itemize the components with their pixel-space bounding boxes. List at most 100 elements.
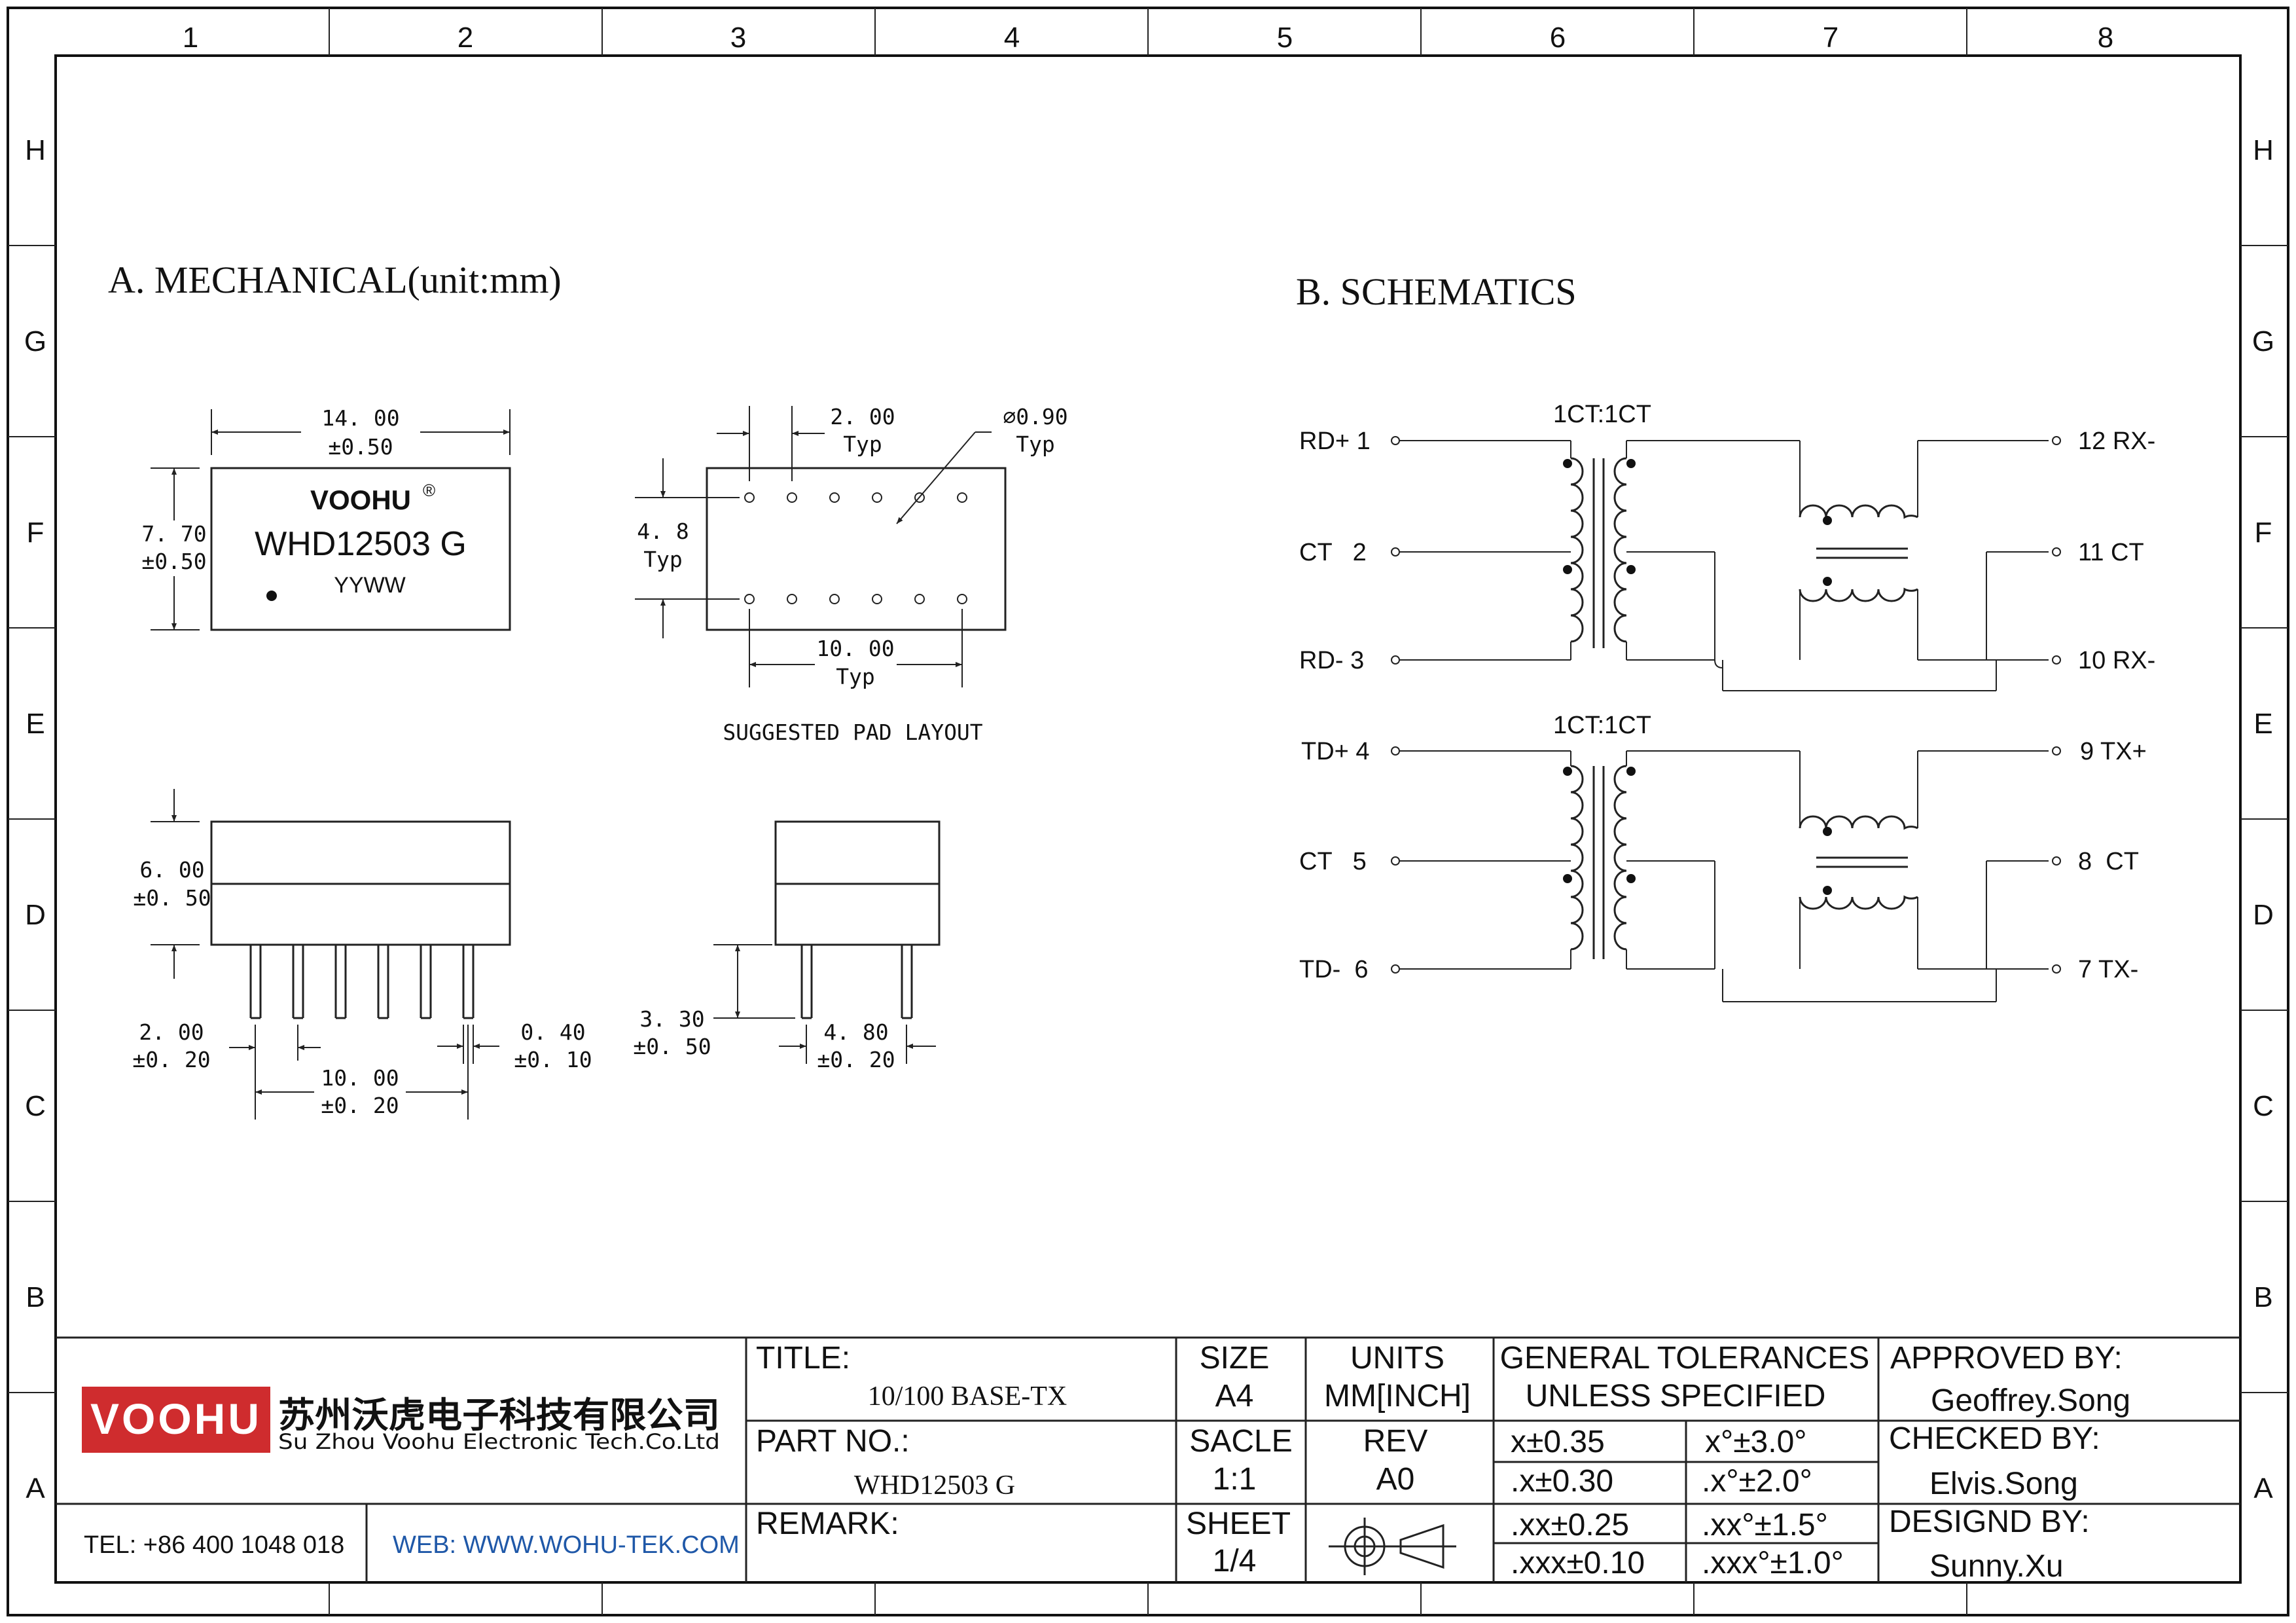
part-no-label: PART NO.: <box>756 1424 910 1459</box>
dim-height-value: 7. 70 <box>141 521 206 547</box>
tol-linear-1: .x±0.30 <box>1511 1464 1613 1499</box>
pad-row-value: 4. 8 <box>637 519 689 544</box>
tol-linear-0: x±0.35 <box>1511 1425 1605 1459</box>
zone-row-labels-left: H G F E D C B A <box>24 134 46 1504</box>
company-logo-text: VOOHU <box>90 1395 262 1443</box>
approved-name: Geoffrey.Song <box>1931 1383 2130 1418</box>
sheet-value: 1/4 <box>1213 1544 1257 1578</box>
pad-hole-value: ∅0.90 <box>1003 404 1067 429</box>
side-view-pins <box>249 945 475 1019</box>
marking-brand: VOOHU <box>310 484 411 515</box>
side-pin-value: 0. 40 <box>520 1019 585 1045</box>
pad-span-value: 10. 00 <box>816 636 894 661</box>
end-lead-tol: ±0. 50 <box>633 1034 711 1059</box>
zone-row-D-right: D <box>2253 899 2274 931</box>
tol-linear-2: .xx±0.25 <box>1511 1508 1629 1542</box>
zone-row-B-right: B <box>2253 1281 2272 1313</box>
pad-hole-tol: Typ <box>1016 431 1055 457</box>
website-link[interactable]: WEB: WWW.WOHU-TEK.COM <box>393 1531 740 1559</box>
dim-width-value: 14. 00 <box>321 405 399 431</box>
rev-value: A0 <box>1376 1462 1415 1497</box>
scale-value: 1:1 <box>1213 1462 1257 1497</box>
pad-pitch-tol: Typ <box>843 431 882 457</box>
zone-row-C-right: C <box>2253 1090 2274 1122</box>
designed-name: Sunny.Xu <box>1929 1549 2064 1584</box>
pin1-dot <box>266 591 277 601</box>
size-value: A4 <box>1215 1379 1254 1413</box>
pin-rd-minus-3: RD- 3 <box>1299 647 1364 674</box>
zone-col-6: 6 <box>1550 22 1566 54</box>
end-width-value: 4. 80 <box>823 1019 888 1045</box>
side-pin-tol: ±0. 10 <box>514 1047 592 1072</box>
checked-name: Elvis.Song <box>1929 1467 2078 1501</box>
pad-layout-caption: SUGGESTED PAD LAYOUT <box>723 720 982 745</box>
zone-col-3: 3 <box>730 22 746 54</box>
company-name-en: Su Zhou Voohu Electronic Tech.Co.Ltd <box>278 1429 720 1454</box>
approved-label: APPROVED BY: <box>1890 1341 2123 1376</box>
schematic-tx-channel: 1CT:1CT <box>1299 712 2147 1002</box>
end-view-pins <box>800 945 913 1019</box>
pin-rd-plus-1: RD+ 1 <box>1299 428 1371 455</box>
end-lead-value: 3. 30 <box>639 1006 704 1032</box>
company-name-cn: 苏州沃虎电子科技有限公司 <box>278 1395 720 1436</box>
pin-9-tx-plus: 9 TX+ <box>2080 738 2147 765</box>
title-block: VOOHU 苏州沃虎电子科技有限公司 Su Zhou Voohu Electro… <box>56 1336 2240 1584</box>
marking-datecode: YYWW <box>334 573 406 598</box>
company-logo <box>82 1387 270 1453</box>
zone-row-E: E <box>26 708 45 740</box>
side-pitch-value: 2. 00 <box>139 1019 204 1045</box>
zone-col-1: 1 <box>183 22 198 54</box>
pin-td-minus-6: TD- 6 <box>1299 956 1369 983</box>
side-height-tol: ±0. 50 <box>133 885 211 911</box>
marking-registered: ® <box>423 481 435 500</box>
schematics-heading: B. SCHEMATICS <box>1296 270 1577 313</box>
tol-angular-3: .xxx°±1.0° <box>1702 1546 1844 1580</box>
tel-number: TEL: +86 400 1048 018 <box>84 1531 344 1559</box>
zone-row-labels-right: H G F E D C B A <box>2252 134 2274 1504</box>
zone-row-D: D <box>25 899 46 931</box>
end-view: 3. 30 ±0. 50 4. 80 ±0. 20 <box>633 820 941 1072</box>
pad-span-tol: Typ <box>836 664 875 689</box>
zone-row-F: F <box>27 517 45 549</box>
pin-td-plus-4: TD+ 4 <box>1301 738 1370 765</box>
title-value: 10/100 BASE-TX <box>868 1381 1067 1412</box>
top-view: 14. 00 ±0.50 7. 70 ±0.50 VOOHU ® WHD1250… <box>141 405 511 631</box>
zone-row-A: A <box>26 1472 45 1504</box>
zone-row-B: B <box>26 1281 45 1313</box>
dim-width-tol: ±0.50 <box>328 434 393 460</box>
zone-row-A-right: A <box>2253 1472 2273 1504</box>
zone-row-C: C <box>25 1090 46 1122</box>
rev-label: REV <box>1363 1424 1428 1459</box>
zone-column-labels: 1 2 3 4 5 6 7 8 <box>183 22 2113 54</box>
schematic-rx-channel: 1CT:1CT <box>1299 401 2155 691</box>
checked-label: CHECKED BY: <box>1889 1421 2100 1456</box>
scale-label: SACLE <box>1189 1424 1292 1459</box>
zone-col-5: 5 <box>1277 22 1293 54</box>
dim-height-tol: ±0.50 <box>141 549 206 574</box>
zone-row-H: H <box>25 134 46 166</box>
side-height-value: 6. 00 <box>139 857 204 883</box>
tol-angular-1: .x°±2.0° <box>1702 1464 1812 1499</box>
pad-layout-view: 2. 00 Typ ∅0.90 Typ 4. 8 Typ 10. 00 Typ … <box>635 404 1068 745</box>
side-view: 6. 00 ±0. 50 2. 00 ±0. 20 0. 40 ±0. 10 1… <box>132 789 592 1120</box>
designed-label: DESIGND BY: <box>1889 1504 2090 1539</box>
units-label: UNITS <box>1350 1341 1444 1376</box>
zone-col-7: 7 <box>1823 22 1839 54</box>
end-width-tol: ±0. 20 <box>817 1047 895 1072</box>
pad-pitch-value: 2. 00 <box>830 404 895 429</box>
pin-7-tx-minus: 7 TX- <box>2078 956 2138 983</box>
size-label: SIZE <box>1200 1341 1270 1376</box>
remark-label: REMARK: <box>756 1506 899 1541</box>
rx-ratio-label: 1CT:1CT <box>1553 401 1651 428</box>
pin-ct-5: CT 5 <box>1299 848 1367 875</box>
zone-row-F-right: F <box>2255 517 2272 549</box>
drawing-frame <box>7 7 2289 1616</box>
zone-row-H-right: H <box>2253 134 2274 166</box>
pad-row-tol: Typ <box>643 547 683 572</box>
projection-symbol-icon <box>1329 1518 1456 1575</box>
tol-angular-2: .xx°±1.5° <box>1702 1508 1828 1542</box>
zone-col-8: 8 <box>2098 22 2113 54</box>
pin-11-ct: 11 CT <box>2078 539 2144 566</box>
tol-linear-3: .xxx±0.10 <box>1511 1546 1645 1580</box>
